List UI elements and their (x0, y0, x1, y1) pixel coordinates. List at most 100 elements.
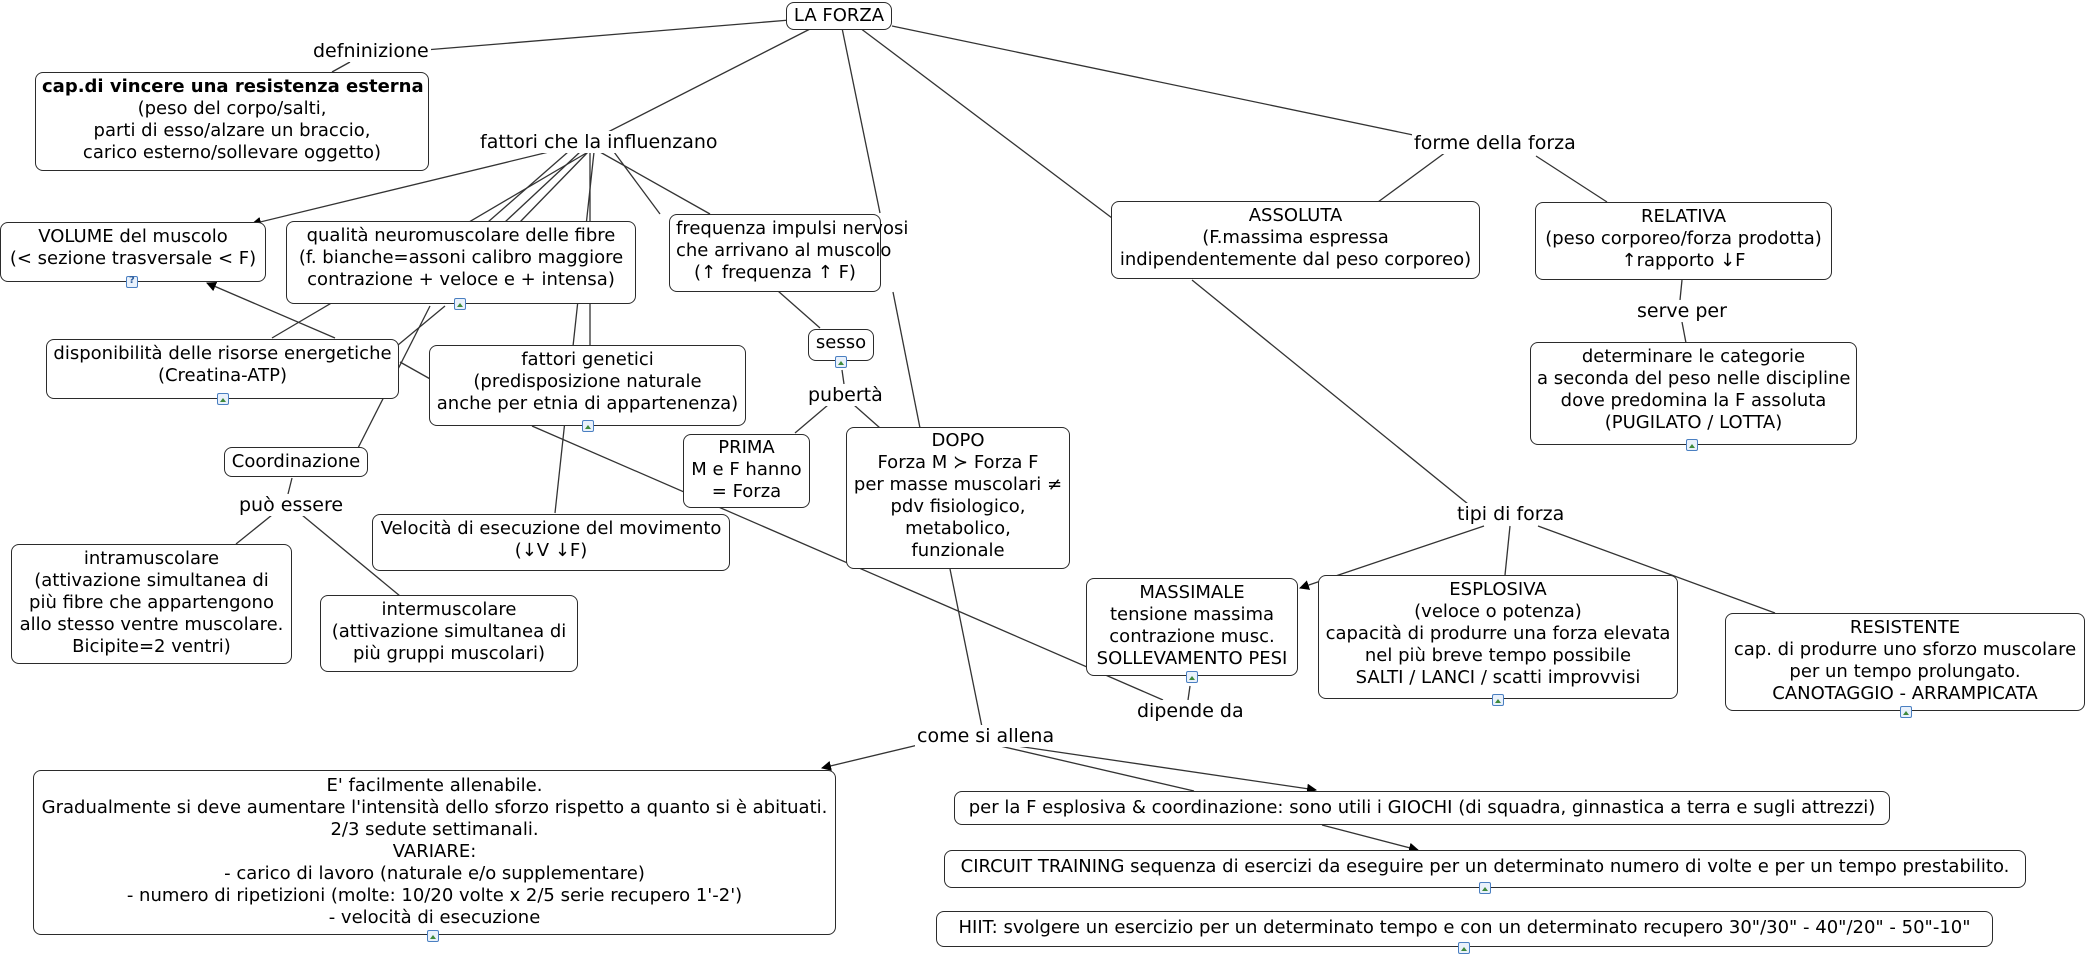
node-text: Velocità di esecuzione del movimento (380, 518, 722, 539)
node-resistente[interactable]: RESISTENTE cap. di produrre uno sforzo m… (1725, 613, 2085, 711)
node-text: per un tempo prolungato. (1789, 661, 2021, 682)
node-text: capacità di produrre una forza elevata (1325, 623, 1671, 644)
image-attachment-icon[interactable] (1492, 694, 1504, 706)
node-text: Coordinazione (231, 451, 361, 472)
node-text: parti di esso/alzare un braccio, (93, 120, 371, 141)
node-text: fattori genetici (521, 349, 654, 370)
image-attachment-icon[interactable] (835, 356, 847, 368)
node-text: più gruppi muscolari) (352, 643, 546, 664)
node-text: (veloce o potenza) (1414, 601, 1582, 622)
link-label-come-si-allena: come si allena (915, 725, 1057, 747)
node-text: metabolico, (905, 518, 1011, 539)
link-label-dipende: dipende da (1135, 700, 1246, 722)
node-text: RESISTENTE (1849, 617, 1961, 638)
node-text: (peso del corpo/salti, (137, 98, 327, 119)
node-determinare-categorie[interactable]: determinare le categorie a seconda del p… (1530, 342, 1857, 445)
node-text: (attivazione simultanea di (34, 570, 269, 591)
image-attachment-icon[interactable] (1479, 882, 1491, 894)
image-attachment-icon[interactable] (427, 930, 439, 942)
node-sesso[interactable]: sesso (808, 329, 874, 361)
node-text: determinare le categorie (1581, 346, 1806, 367)
node-text: - carico di lavoro (naturale e/o supplem… (224, 863, 645, 884)
node-coordinazione[interactable]: Coordinazione (224, 447, 368, 477)
node-text: SOLLEVAMENTO PESI (1096, 648, 1288, 669)
node-frequenza-impulsi[interactable]: frequenza impulsi nervosi che arrivano a… (669, 214, 909, 292)
node-text: nel più breve tempo possibile (1364, 645, 1632, 666)
link-label-puberta: pubertà (806, 384, 885, 406)
node-text: (predisposizione naturale (473, 371, 702, 392)
node-definizione-box[interactable]: cap.di vincere una resistenza esterna (p… (35, 72, 429, 171)
link-label-forme: forme della forza (1412, 132, 1578, 154)
image-attachment-icon[interactable] (217, 393, 229, 405)
node-text: 2/3 sedute settimanali. (330, 819, 539, 840)
node-fattori-genetici[interactable]: fattori genetici (predisposizione natura… (429, 345, 746, 426)
node-text: per masse muscolari ≠ (853, 474, 1063, 495)
node-text: MASSIMALE (1139, 582, 1245, 603)
node-text: ↑rapporto ↓F (1621, 250, 1746, 271)
image-attachment-icon[interactable] (582, 420, 594, 432)
node-text: (PUGILATO / LOTTA) (1604, 412, 1783, 433)
node-text: intramuscolare (83, 548, 220, 569)
node-massimale[interactable]: MASSIMALE tensione massima contrazione m… (1086, 578, 1298, 676)
node-text: funzionale (911, 540, 1005, 561)
node-text: SALTI / LANCI / scatti improvvisi (1355, 667, 1641, 688)
node-text: HIIT: svolgere un esercizio per un deter… (958, 917, 1971, 938)
image-attachment-icon[interactable] (1900, 706, 1912, 718)
node-text: che arrivano al muscolo (676, 240, 892, 261)
node-text: - numero di ripetizioni (molte: 10/20 vo… (126, 885, 743, 906)
image-attachment-icon[interactable] (454, 298, 466, 310)
node-text: dove predomina la F assoluta (1560, 390, 1827, 411)
node-la-forza[interactable]: LA FORZA (786, 2, 892, 30)
node-text: carico esterno/sollevare oggetto) (82, 142, 382, 163)
node-circuit-training[interactable]: CIRCUIT TRAINING sequenza di esercizi da… (944, 850, 2026, 888)
node-text: - velocità di esecuzione (328, 907, 541, 928)
node-text: (peso corporeo/forza prodotta) (1545, 228, 1822, 249)
node-text: più fibre che appartengono (29, 592, 274, 613)
node-text: ESPLOSIVA (1449, 579, 1547, 600)
link-label-fattori: fattori che la influenzano (478, 131, 720, 153)
link-label-puo-essere: può essere (237, 494, 346, 516)
node-text: M e F hanno (691, 459, 802, 480)
image-attachment-icon[interactable] (1186, 671, 1198, 683)
node-relativa[interactable]: RELATIVA (peso corporeo/forza prodotta) … (1535, 202, 1832, 280)
node-text: qualità neuromuscolare delle fibre (306, 225, 616, 246)
node-allenabile[interactable]: E' facilmente allenabile. Gradualmente s… (33, 770, 836, 935)
link-label-definizione: defninizione (311, 40, 431, 62)
node-text: E' facilmente allenabile. (326, 775, 543, 796)
node-intermuscolare[interactable]: intermuscolare (attivazione simultanea d… (320, 595, 578, 672)
note-icon[interactable] (126, 275, 138, 288)
node-assoluta[interactable]: ASSOLUTA (F.massima espressa indipendent… (1111, 201, 1480, 279)
node-text: RELATIVA (1640, 206, 1727, 227)
node-hiit[interactable]: HIIT: svolgere un esercizio per un deter… (936, 911, 1993, 947)
node-dopo[interactable]: DOPO Forza M ≻ Forza F per masse muscola… (846, 427, 1070, 569)
node-text: = Forza (711, 481, 782, 502)
node-text: disponibilità delle risorse energetiche (53, 343, 392, 364)
node-text: per la F esplosiva & coordinazione: sono… (968, 797, 1876, 818)
node-esplosiva[interactable]: ESPLOSIVA (veloce o potenza) capacità di… (1318, 575, 1678, 699)
node-text: (F.massima espressa (1202, 227, 1389, 248)
node-text: ASSOLUTA (1248, 205, 1343, 226)
node-text: contrazione musc. (1109, 626, 1275, 647)
node-velocita-esecuzione[interactable]: Velocità di esecuzione del movimento (↓V… (372, 514, 730, 571)
node-text: (↑ frequenza ↑ F) (694, 262, 856, 283)
node-text: PRIMA (718, 437, 775, 458)
node-text: frequenza impulsi nervosi (676, 218, 909, 239)
node-text: tensione massima (1109, 604, 1275, 625)
node-text: (Creatina-ATP) (157, 365, 288, 386)
node-volume[interactable]: VOLUME del muscolo (< sezione trasversal… (0, 222, 266, 282)
node-text: anche per etnia di appartenenza) (436, 393, 739, 414)
node-text: (attivazione simultanea di (331, 621, 567, 642)
node-intramuscolare[interactable]: intramuscolare (attivazione simultanea d… (11, 544, 292, 664)
node-text: VARIARE: (392, 841, 477, 862)
node-giochi[interactable]: per la F esplosiva & coordinazione: sono… (954, 791, 1890, 825)
node-text: (< sezione trasversale < F) (9, 248, 257, 269)
node-disponibilita-energetiche[interactable]: disponibilità delle risorse energetiche … (46, 339, 399, 399)
node-text: cap.di vincere una resistenza esterna (42, 76, 424, 97)
node-prima[interactable]: PRIMA M e F hanno = Forza (683, 434, 810, 508)
node-qualita-neuromuscolare[interactable]: qualità neuromuscolare delle fibre (f. b… (286, 221, 636, 304)
image-attachment-icon[interactable] (1458, 942, 1470, 954)
image-attachment-icon[interactable] (1686, 439, 1698, 451)
node-text: pdv fisiologico, (890, 496, 1026, 517)
node-text: (f. bianche=assoni calibro maggiore (298, 247, 624, 268)
link-label-tipi: tipi di forza (1455, 503, 1567, 525)
